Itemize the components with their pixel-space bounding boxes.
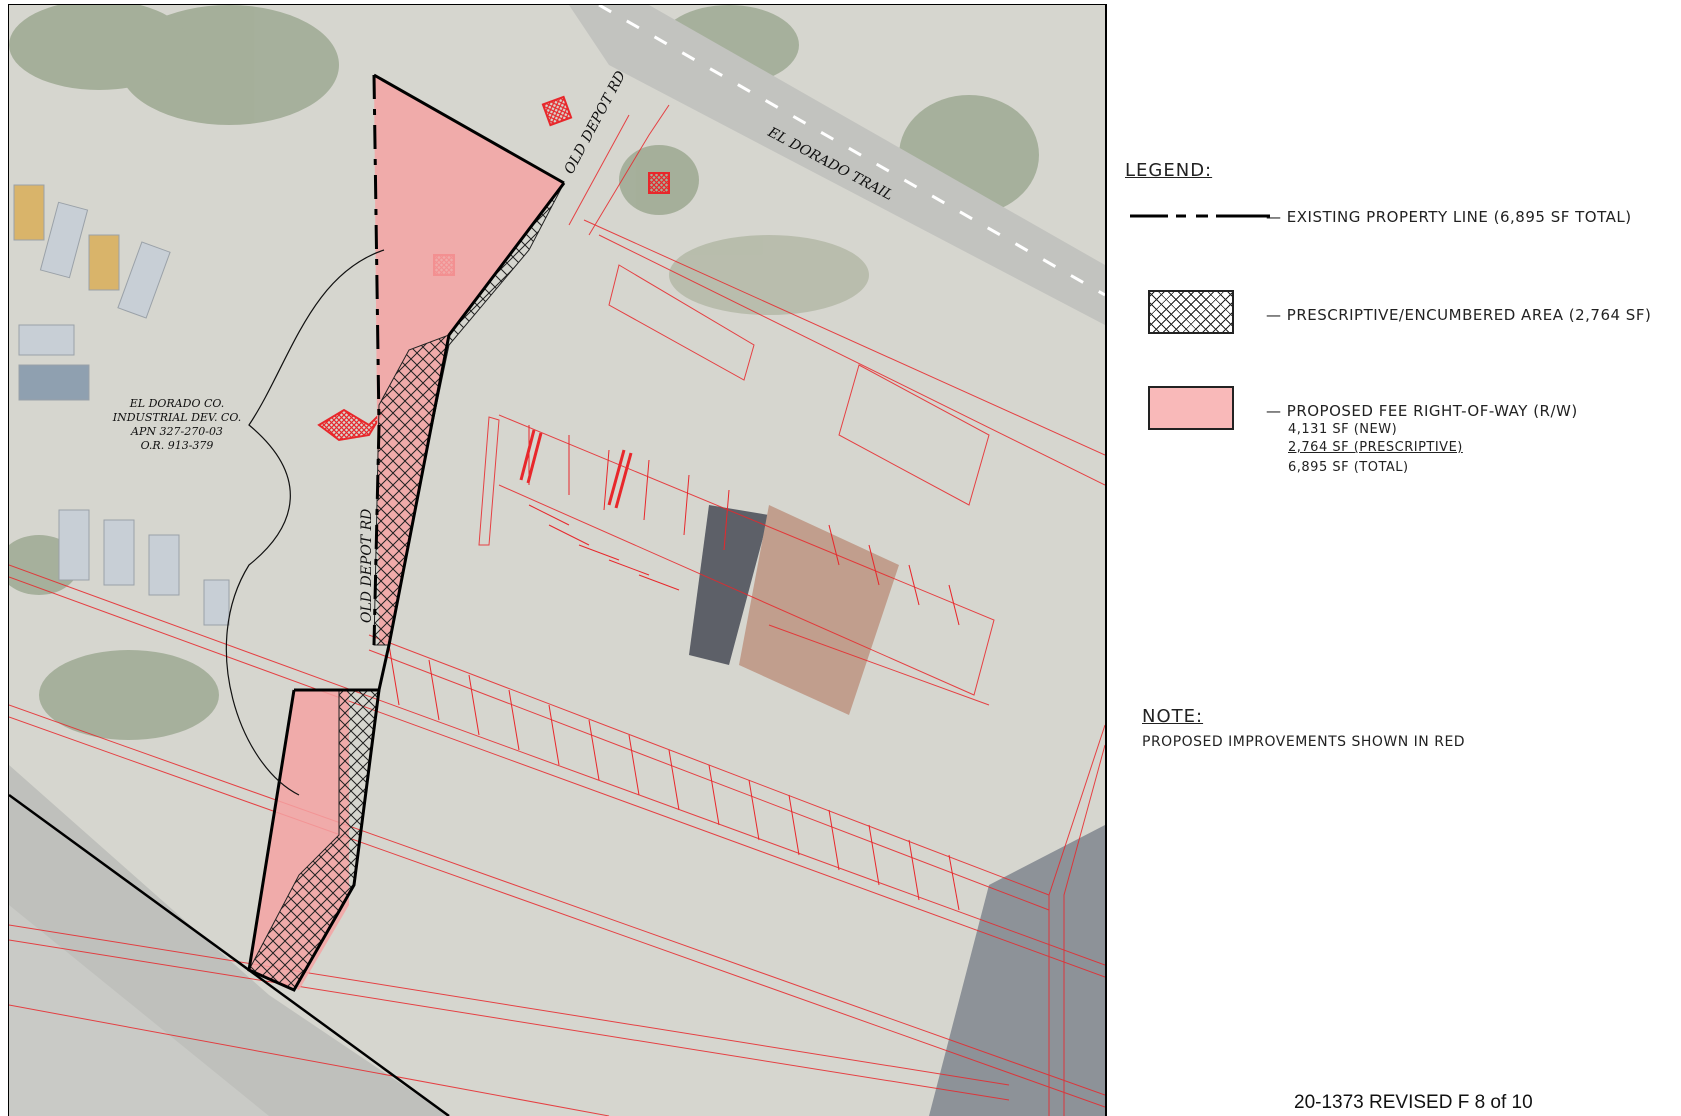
fee-row-swatch (1148, 386, 1234, 430)
trail-centerline (598, 5, 1105, 297)
site-map: OLD DEPOT RD EL DORADO TRAIL OLD DEPOT R… (8, 4, 1107, 1116)
parcel-leader-lines (225, 249, 385, 796)
property-line (9, 73, 566, 1116)
site-plan-drawing: OLD DEPOT RD EL DORADO TRAIL OLD DEPOT R… (9, 5, 1105, 1116)
label-parcel-record: O.R. 913-379 (141, 439, 214, 452)
label-parcel-apn: APN 327-270-03 (130, 425, 223, 438)
pavement (9, 5, 1105, 1116)
fee-row-prescriptive: 2,764 SF (PRESCRIPTIVE) (1288, 440, 1463, 455)
label-old-depot-rd-south: OLD DEPOT RD (359, 509, 375, 623)
label-parcel-company: INDUSTRIAL DEV. CO. (112, 411, 241, 424)
sheet-reference: 20-1373 REVISED F 8 of 10 (1294, 1092, 1533, 1113)
property-line-symbol (1130, 214, 1270, 218)
prescriptive-label: — PRESCRIPTIVE/ENCUMBERED AREA (2,764 SF… (1266, 306, 1652, 324)
fee-row-label: — PROPOSED FEE RIGHT-OF-WAY (R/W) (1266, 402, 1578, 420)
yard-objects (13, 184, 230, 626)
note-text: PROPOSED IMPROVEMENTS SHOWN IN RED (1142, 734, 1466, 750)
parking-stalls (388, 425, 960, 911)
proposed-linework (9, 104, 1105, 1116)
fee-row-total: 6,895 SF (TOTAL) (1288, 460, 1409, 475)
property-line-label: — EXISTING PROPERTY LINE (6,895 SF TOTAL… (1266, 208, 1632, 226)
label-parcel-owner: EL DORADO CO. (129, 397, 225, 410)
fee-row-new: 4,131 SF (NEW) (1288, 422, 1398, 437)
red-hatched-stalls (519, 429, 633, 509)
legend-title: LEGEND: (1125, 160, 1213, 181)
legend-panel: LEGEND: — EXISTING PROPERTY LINE (6,895 … (1108, 4, 1681, 1115)
note-title: NOTE: (1142, 706, 1204, 727)
vegetation (9, 5, 1039, 1116)
prescriptive-swatch (1148, 290, 1234, 334)
